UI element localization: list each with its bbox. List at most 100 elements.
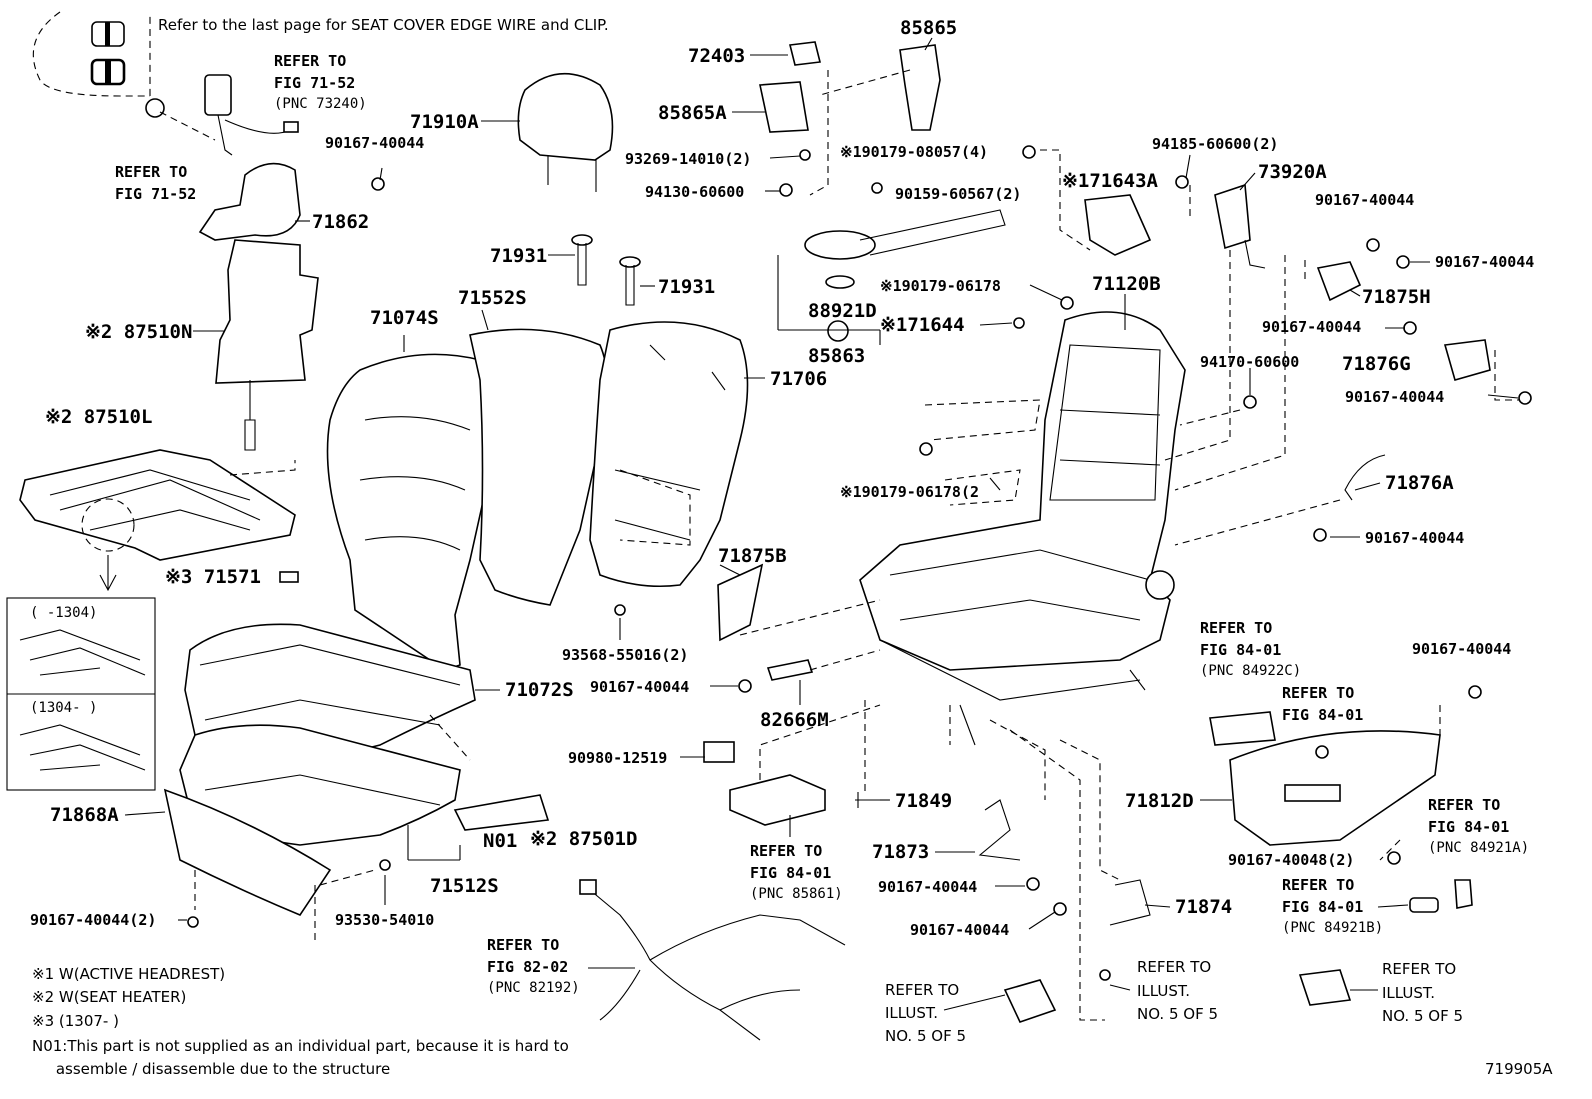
label-190179-08057: ※190179-08057(4)	[840, 143, 988, 161]
clip-part	[145, 98, 165, 118]
switch-72403	[789, 41, 821, 66]
cover-part-illust-c	[1298, 969, 1352, 1006]
knob-84921B	[1409, 897, 1439, 913]
header-callout: Refer to the last page for SEAT COVER ED…	[32, 11, 609, 97]
label-refer-8401-a-3: (PNC 84922C)	[1200, 663, 1301, 679]
label-refer-illust-b-1: REFER TO	[1137, 958, 1211, 976]
heater-pad-87510N	[215, 239, 319, 384]
label-refer-8401-e-3: (PNC 84921B)	[1282, 920, 1383, 936]
part-71873	[978, 799, 1021, 861]
label-71552S: 71552S	[458, 287, 527, 309]
part-labels: REFER TO FIG 71-52 (PNC 73240) REFER TO …	[30, 17, 1534, 1045]
footnote-4: N01:This part is not supplied as an indi…	[32, 1037, 569, 1055]
label-85865A: 85865A	[658, 102, 727, 124]
label-refer-7152-top-1: REFER TO	[274, 52, 346, 70]
label-90167-h: 90167-40044	[1412, 640, 1511, 658]
part-71849	[855, 792, 880, 808]
label-90167-k: 90167-40044	[910, 921, 1009, 939]
label-refer-illust-a-2: ILLUST.	[885, 1004, 938, 1022]
label-171643A: ※171643A	[1062, 170, 1159, 192]
part-71874	[1109, 879, 1151, 926]
seatback-pad-71552S	[469, 328, 609, 606]
part-71876G	[1443, 339, 1491, 381]
label-71512S: 71512S	[430, 875, 499, 897]
label-inset-top: ( -1304)	[30, 605, 97, 621]
label-refer-8401-a-1: REFER TO	[1200, 619, 1272, 637]
label-71074S: 71074S	[370, 307, 439, 329]
header-note: Refer to the last page for SEAT COVER ED…	[158, 16, 609, 34]
label-90167-e: 90167-40044	[1345, 388, 1444, 406]
label-93568: 93568-55016(2)	[562, 646, 688, 664]
label-82666M: 82666M	[760, 709, 829, 731]
label-refer-illust-c-3: NO. 5 OF 5	[1382, 1007, 1463, 1025]
cover-part-illust-a	[1003, 979, 1057, 1023]
part-73920A	[1214, 183, 1251, 250]
label-85865: 85865	[900, 17, 957, 39]
label-71706: 71706	[770, 368, 827, 390]
label-refer-7152-left-2: FIG 71-52	[115, 185, 196, 203]
label-87510N: ※2 87510N	[85, 321, 192, 343]
label-90167-f: 90167-40044	[1365, 529, 1464, 547]
part-82666M	[766, 659, 814, 681]
control-module	[729, 774, 826, 826]
side-shield-71868A	[163, 788, 332, 916]
label-refer-illust-b-2: ILLUST.	[1137, 982, 1190, 1000]
label-90167-a: 90167-40044	[325, 134, 424, 152]
label-71931-b: 71931	[658, 276, 715, 298]
label-90167-48: 90167-40048(2)	[1228, 851, 1354, 869]
part-71876A	[1344, 454, 1386, 501]
label-71910A: 71910A	[410, 111, 479, 133]
label-94170: 94170-60600	[1200, 353, 1299, 371]
footnote-2: ※2 W(SEAT HEATER)	[32, 988, 186, 1006]
bracket-171643A	[1084, 194, 1152, 256]
label-71876G: 71876G	[1342, 353, 1411, 375]
label-171644: ※171644	[880, 314, 965, 336]
label-refer-8401-b-2: FIG 84-01	[1282, 706, 1363, 724]
label-93269: 93269-14010(2)	[625, 150, 751, 168]
label-refer-8401-c-1: REFER TO	[750, 842, 822, 860]
label-71120B: 71120B	[1092, 273, 1161, 295]
label-71862: 71862	[312, 211, 369, 233]
switch-85865	[899, 44, 941, 131]
assembly-lines	[194, 69, 1520, 1021]
label-refer-7152-top-3: (PNC 73240)	[274, 96, 367, 112]
label-90167-b: 90167-40044	[1315, 191, 1414, 209]
label-refer-8401-a-2: FIG 84-01	[1200, 641, 1281, 659]
label-refer-8401-d-3: (PNC 84921A)	[1428, 840, 1529, 856]
label-refer-illust-b-3: NO. 5 OF 5	[1137, 1005, 1218, 1023]
wire-harness	[589, 889, 846, 1041]
label-refer-illust-a-3: NO. 5 OF 5	[885, 1027, 966, 1045]
label-71873: 71873	[872, 841, 929, 863]
label-90980: 90980-12519	[568, 749, 667, 767]
inset-panels	[6, 597, 156, 791]
label-refer-8401-c-3: (PNC 85861)	[750, 886, 843, 902]
label-90167-g: 90167-40044	[590, 678, 689, 696]
label-refer-illust-c-2: ILLUST.	[1382, 984, 1435, 1002]
label-71875B: 71875B	[718, 545, 787, 567]
label-71849: 71849	[895, 790, 952, 812]
label-refer-8202-1: REFER TO	[487, 936, 559, 954]
headrest-71910A	[517, 72, 614, 161]
label-71875H: 71875H	[1362, 286, 1431, 308]
footnote-1: ※1 W(ACTIVE HEADREST)	[32, 965, 225, 983]
label-refer-8401-d-2: FIG 84-01	[1428, 818, 1509, 836]
label-71812D: 71812D	[1125, 790, 1194, 812]
label-73920A: 73920A	[1258, 161, 1327, 183]
heater-mat-87510L	[19, 449, 296, 561]
footnotes: ※1 W(ACTIVE HEADREST) ※2 W(SEAT HEATER) …	[32, 965, 569, 1078]
label-refer-8202-3: (PNC 82192)	[487, 980, 580, 996]
seatback-board-71706	[589, 321, 749, 588]
switch-85865A	[759, 81, 809, 133]
label-71876A: 71876A	[1385, 472, 1454, 494]
footnote-3: ※3 (1307- )	[32, 1012, 119, 1030]
recliner-mechanism-85863	[804, 209, 1006, 289]
label-71874: 71874	[1175, 896, 1232, 918]
headrest-guides-71931	[571, 234, 641, 306]
label-90159: 90159-60567(2)	[895, 185, 1021, 203]
leader-lines	[124, 37, 1519, 1011]
label-93530: 93530-54010	[335, 911, 434, 929]
label-71931-a: 71931	[490, 245, 547, 267]
label-94185: 94185-60600(2)	[1152, 135, 1278, 153]
label-refer-illust-c-1: REFER TO	[1382, 960, 1456, 978]
seat-frame-71120B	[859, 311, 1186, 746]
